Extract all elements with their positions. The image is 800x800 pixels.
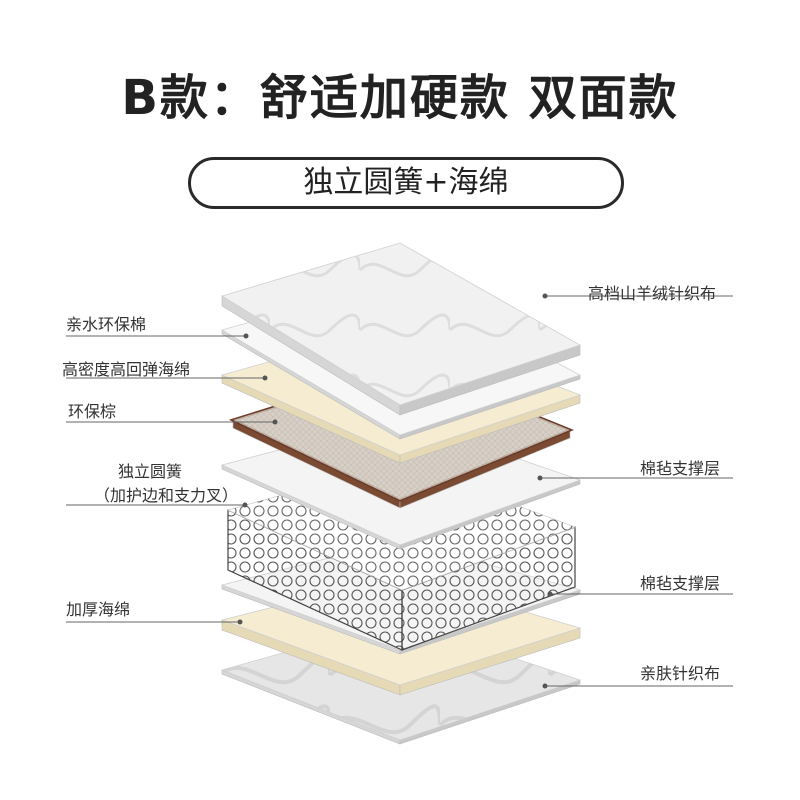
leader-dot-thick-sponge xyxy=(237,619,243,625)
leader-dot-bottom-fabric xyxy=(542,683,548,689)
layer-label-felt-1: 棉毡支撑层 xyxy=(640,459,721,478)
leader-dot-felt-1 xyxy=(537,475,543,481)
subtitle-text: 独立圆簧+海绵 xyxy=(303,165,509,200)
leader-dot-springs xyxy=(242,502,248,508)
leader-dot-hd-sponge xyxy=(262,375,268,381)
subtitle-pill: 独立圆簧+海绵 xyxy=(188,157,624,209)
leader-dot-felt-2 xyxy=(547,591,553,597)
layer-top-fabric xyxy=(221,242,581,416)
leader-dot-top-fabric xyxy=(542,293,548,299)
leaders-group xyxy=(66,293,733,689)
layer-label-top-fabric: 高档山羊绒针织布 xyxy=(588,284,717,303)
layer-label-eco-cotton: 亲水环保棉 xyxy=(66,315,147,334)
page-title: B款：舒适加硬款 双面款 xyxy=(121,70,679,126)
layer-label-hd-sponge: 高密度高回弹海绵 xyxy=(62,360,191,379)
layers-group xyxy=(220,242,582,745)
leader-dot-eco-cotton xyxy=(243,333,249,339)
layer-label-felt-2: 棉毡支撑层 xyxy=(640,574,721,593)
layer-label-springs: 独立圆簧 xyxy=(118,462,183,481)
layer-label-bottom-fabric: 亲肤针织布 xyxy=(640,664,721,683)
layer-sublabel-springs: （加护边和支力叉） xyxy=(94,486,239,505)
layer-label-thick-sponge: 加厚海绵 xyxy=(66,600,131,619)
layer-label-palm: 环保棕 xyxy=(68,402,117,421)
leader-dot-palm xyxy=(272,419,278,425)
top-fabric-texture xyxy=(222,243,580,405)
